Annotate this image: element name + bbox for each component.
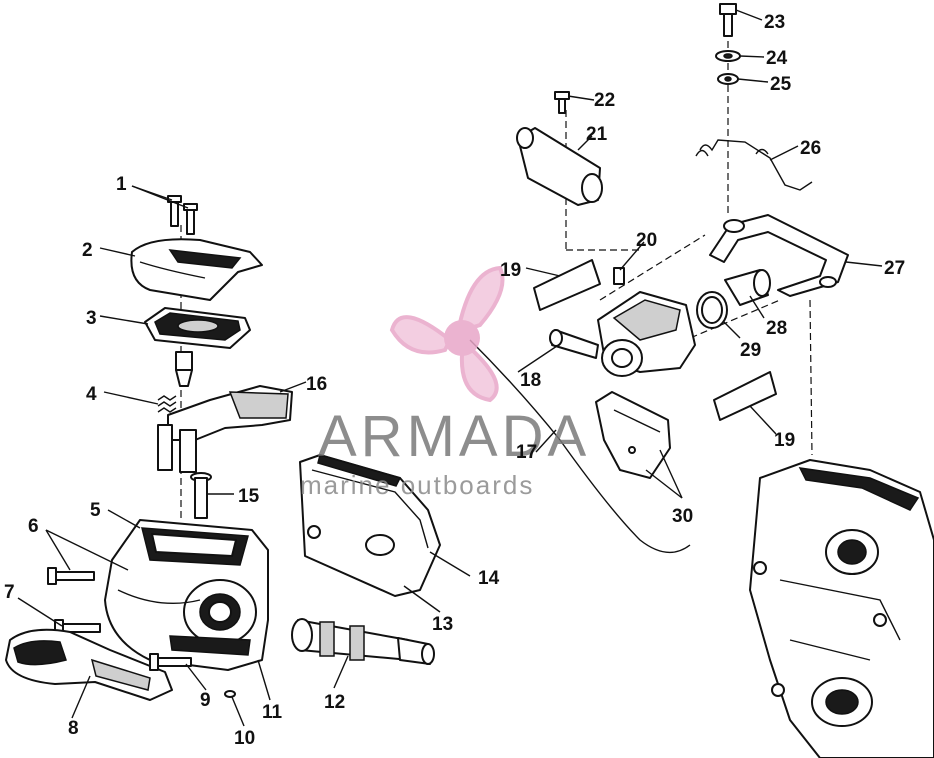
part-5-housing [104,519,269,671]
part-19-strip-bottom [713,371,777,421]
part-4-spring [157,395,177,413]
part-13-cover-plate [299,454,441,597]
part-30-mount-plate [595,391,671,479]
callout-3: 3 [86,308,97,329]
part-16-lever [157,385,293,473]
callout-18: 18 [520,370,541,391]
callout-17: 17 [516,442,537,463]
part-20-nipple [613,267,625,285]
callout-25: 25 [770,74,792,95]
part-10-clip [224,690,236,698]
part-17-cable [469,339,691,553]
callout-6: 6 [28,516,39,537]
callout-28: 28 [766,318,787,339]
part-19-strip-top [533,259,601,311]
part-25-washer [717,73,739,85]
part-12-shaft [291,618,435,665]
callout-11: 11 [262,702,283,723]
part-28-bushing [724,269,771,306]
callout-26: 26 [800,138,821,159]
callout-30: 30 [672,506,693,527]
part-8-handle [5,628,173,701]
part-29-oring [696,291,728,329]
callout-8: 8 [68,718,79,739]
callout-2: 2 [82,240,93,261]
callout-10: 10 [234,728,255,749]
callout-7: 7 [4,582,15,603]
callout-22: 22 [594,90,615,111]
callout-1: 1 [116,174,127,195]
part-23-bolt [719,3,737,37]
callout-4: 4 [86,384,97,405]
callout-27: 27 [884,258,905,279]
watermark: ARMADA marine outboards [300,265,590,500]
part-3-gasket [144,307,251,349]
callout-23: 23 [764,12,785,33]
part-15-pin [190,472,212,519]
callout-5: 5 [90,500,101,521]
leader-lines [17,9,883,727]
part-21-fitting [516,127,603,206]
propeller-logo-icon [389,265,505,403]
callout-29: 29 [740,340,761,361]
crankcase-cover [749,459,934,758]
callout-21: 21 [586,124,608,145]
part-9-screw [149,653,192,671]
part-2-cover [130,238,263,301]
part-22-screw [554,91,570,114]
part-27-bracket [709,214,849,297]
callout-14: 14 [478,568,500,589]
part-18-valve-body [549,291,696,377]
plunger [175,351,193,387]
watermark-brand: ARMADA [318,404,590,469]
callout-19-top: 19 [500,260,521,281]
callout-19-bottom: 19 [774,430,795,451]
callout-12: 12 [324,692,345,713]
part-6-screw [47,567,95,585]
part-26-spring-wire [695,139,813,191]
callout-20: 20 [636,230,657,251]
callout-13: 13 [432,614,453,635]
part-24-washer [715,50,741,62]
callout-9: 9 [200,690,211,711]
callout-16: 16 [306,374,327,395]
callout-labels: 1 2 3 4 5 6 7 8 9 10 11 12 13 14 15 16 1… [4,12,905,749]
callout-15: 15 [238,486,260,507]
watermark-tagline: marine outboards [300,470,534,500]
callout-24: 24 [766,48,788,69]
